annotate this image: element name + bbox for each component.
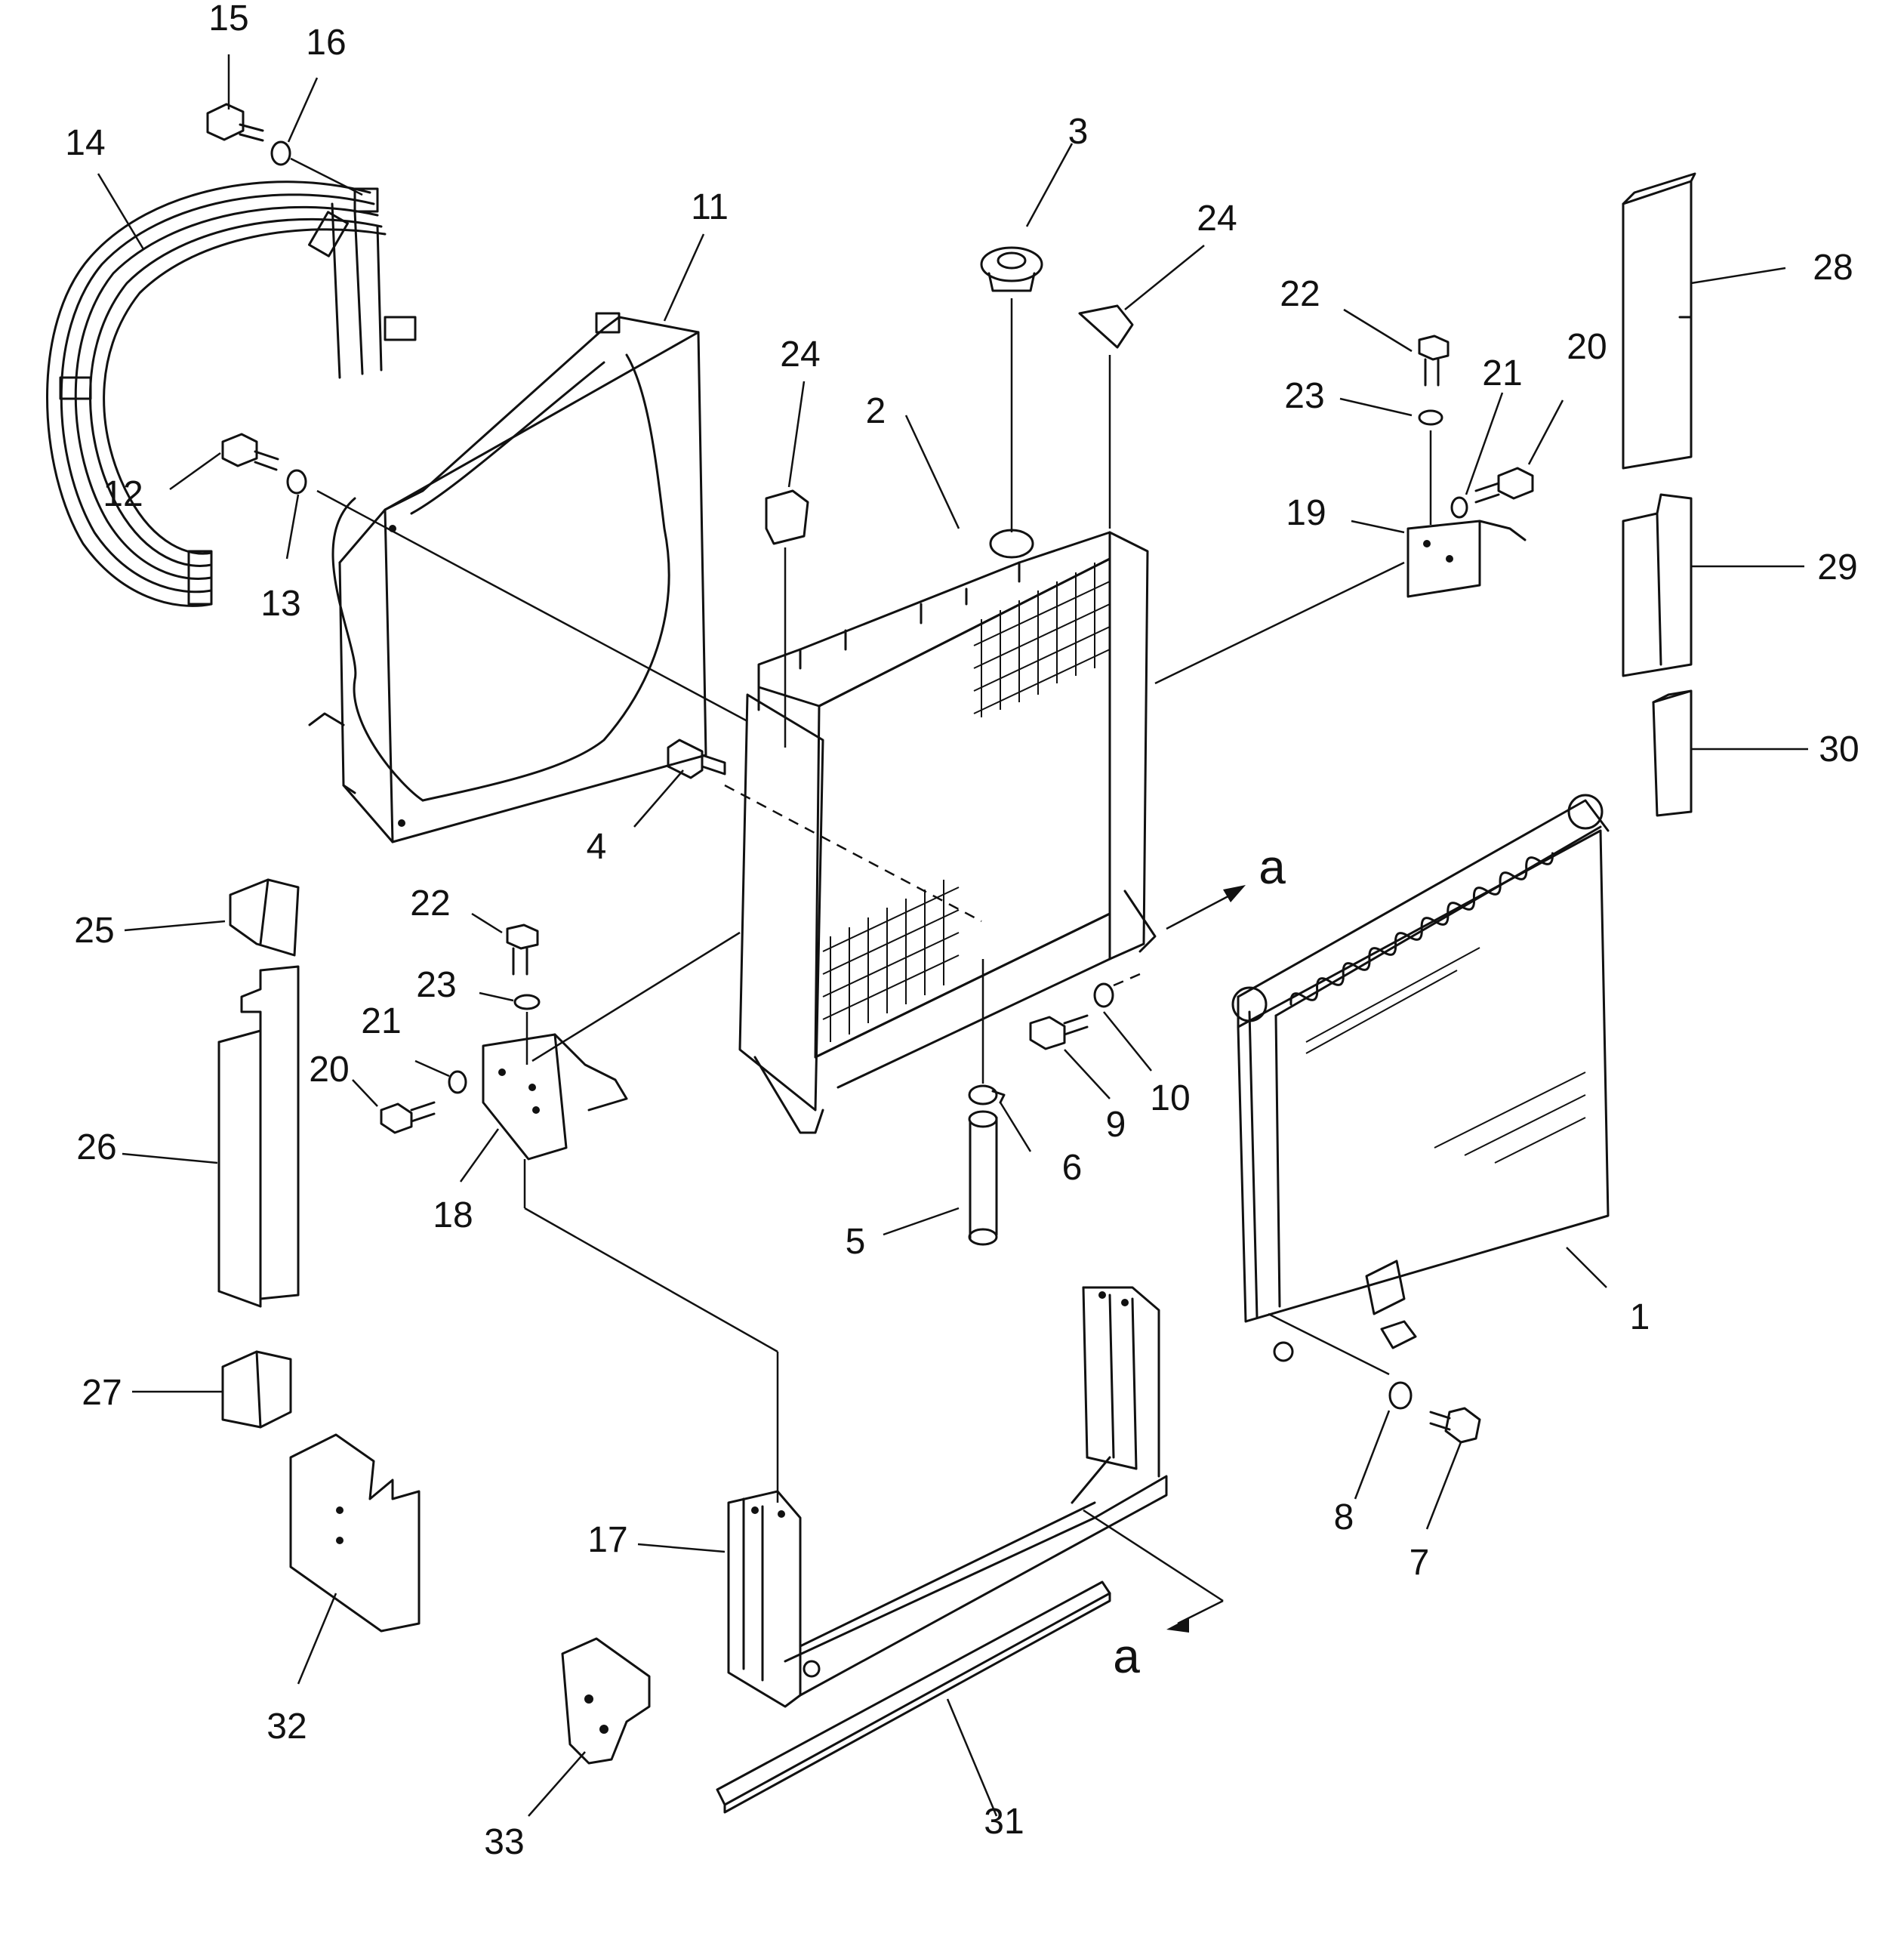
callout-18: 18: [433, 1195, 473, 1235]
washer-8: [1388, 1381, 1413, 1410]
callout-23-left: 23: [416, 965, 456, 1005]
callout-29: 29: [1817, 547, 1857, 587]
callout-25: 25: [74, 911, 114, 951]
bolt-7: [1429, 1407, 1481, 1444]
callout-2: 2: [866, 391, 886, 431]
cushion-24-top: [1078, 304, 1134, 349]
callout-31: 31: [984, 1802, 1024, 1842]
callout-1: 1: [1630, 1297, 1650, 1337]
radiator-core: [814, 557, 1111, 1059]
callout-28: 28: [1813, 248, 1853, 288]
block-28: [1622, 172, 1696, 470]
callout-8: 8: [1334, 1497, 1354, 1537]
callout-11: 11: [691, 187, 729, 227]
callout-7: 7: [1410, 1543, 1430, 1583]
callout-26: 26: [76, 1127, 116, 1167]
cushion-33: [561, 1637, 651, 1765]
seal: [716, 1580, 1111, 1814]
washer-21-left: [448, 1070, 467, 1094]
cushion-24-left: [765, 489, 809, 545]
callout-14: 14: [65, 123, 105, 163]
section-mark-a-upper: a: [1259, 840, 1286, 894]
block-26: [217, 965, 300, 1308]
callout-4: 4: [587, 827, 607, 867]
callout-30: 30: [1819, 729, 1859, 769]
callout-22-left: 22: [410, 883, 450, 924]
callout-15: 15: [208, 0, 248, 39]
callout-33: 33: [484, 1822, 524, 1862]
radiator-cap: [980, 246, 1043, 292]
callout-12: 12: [103, 474, 143, 514]
callout-16: 16: [306, 23, 346, 63]
wiring-harness: [46, 180, 417, 607]
callout-21-left: 21: [361, 1001, 401, 1041]
callout-6: 6: [1062, 1148, 1083, 1188]
washer-16: [270, 140, 291, 166]
block-32: [289, 1433, 421, 1633]
callout-23-right: 23: [1284, 376, 1324, 416]
radiator: [738, 529, 1157, 1134]
bracket-18: [482, 1033, 628, 1161]
bolt-22-left: [506, 924, 539, 976]
callout-24-right: 24: [1197, 199, 1237, 239]
callout-27: 27: [82, 1373, 122, 1413]
bolt-9: [1029, 1014, 1089, 1050]
callout-13: 13: [260, 584, 300, 624]
bolt-20-right: [1474, 467, 1534, 504]
fan-shroud: [308, 312, 707, 843]
callout-10: 10: [1150, 1078, 1190, 1118]
cushion-25: [229, 878, 300, 957]
section-mark-a-lower: a: [1113, 1629, 1140, 1683]
callout-3: 3: [1068, 112, 1089, 152]
hose: [968, 1110, 998, 1246]
cushion-27: [221, 1350, 292, 1429]
washer-13: [286, 469, 307, 495]
cushion-29: [1622, 493, 1693, 677]
bolt-15: [206, 103, 264, 142]
washer-21-right: [1450, 496, 1468, 519]
callout-24-left: 24: [780, 335, 820, 375]
bolt-20-left: [380, 1101, 436, 1134]
washer-23-right: [1418, 409, 1443, 426]
block-30: [1652, 689, 1693, 817]
callout-22-right: 22: [1280, 274, 1320, 314]
callout-19: 19: [1286, 493, 1326, 533]
bolt-12: [221, 433, 279, 471]
callouts: 1 2 3 4 5 6 7 8 9 10 11 12 13 14 15 16 1…: [65, 0, 1859, 1862]
condenser-core: [1231, 794, 1610, 1362]
callout-17: 17: [587, 1520, 627, 1560]
callout-20-left: 20: [309, 1050, 349, 1090]
drain-cock: [667, 739, 726, 779]
callout-9: 9: [1106, 1105, 1126, 1145]
callout-5: 5: [846, 1222, 866, 1262]
washer-10: [1093, 982, 1114, 1008]
callout-20-right: 20: [1567, 327, 1607, 367]
callout-32: 32: [266, 1707, 307, 1747]
bracket-19: [1406, 520, 1527, 598]
bolt-22-right: [1418, 335, 1450, 387]
support-frame: [727, 1286, 1168, 1708]
hose-clamp: [968, 1084, 1006, 1105]
washer-23-left: [513, 994, 541, 1010]
callout-21-right: 21: [1482, 353, 1522, 393]
